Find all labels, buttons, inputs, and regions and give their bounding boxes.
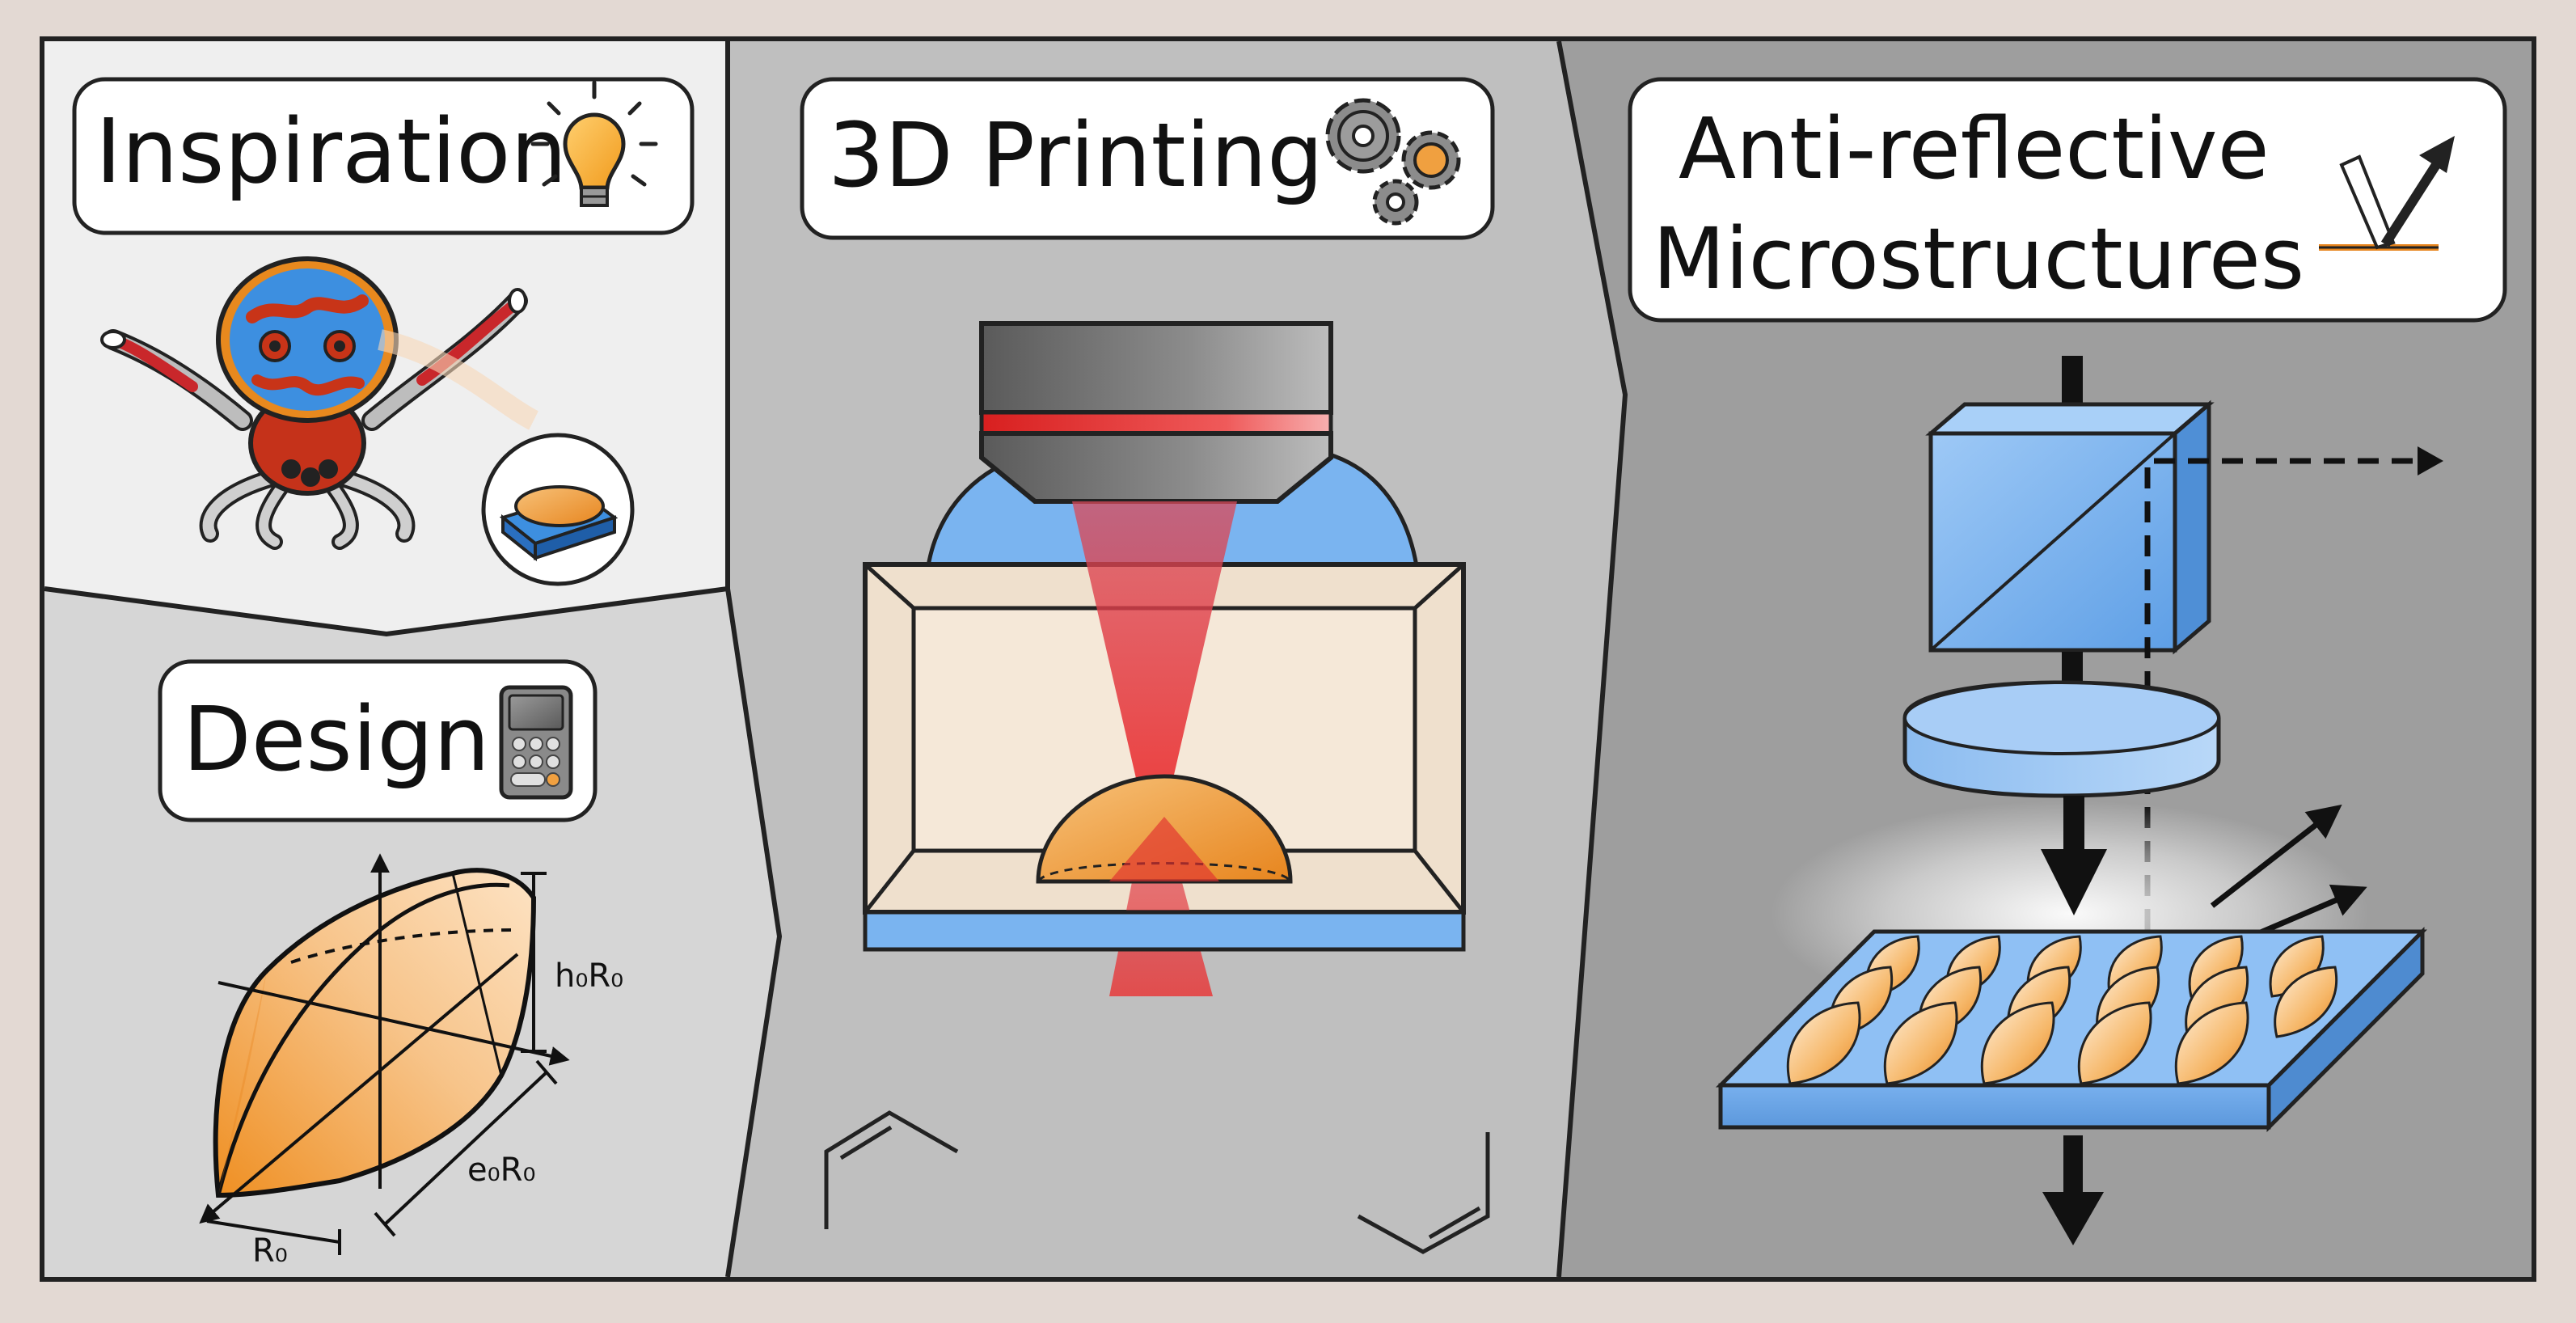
antireflective-title-line2: Microstructures	[1653, 209, 2304, 308]
calculator-icon	[499, 685, 573, 800]
microstructure-array	[1786, 935, 2338, 1085]
divider-printing	[1556, 40, 1628, 1278]
design-title-box: Design	[158, 659, 598, 822]
lightbulb-icon	[530, 80, 658, 207]
inspiration-title-frame	[72, 77, 695, 235]
x-axis	[217, 981, 570, 1066]
objective-lens	[979, 321, 1333, 415]
antireflective-title-line1: Anti-reflective	[1679, 99, 2270, 198]
divider-inspiration	[44, 586, 728, 637]
antireflective-title-frame	[1628, 77, 2507, 323]
height-label: h₀R₀	[555, 957, 623, 995]
peacock-spider	[100, 256, 635, 586]
design-title: Design	[183, 687, 490, 791]
divider-design	[725, 41, 783, 1278]
printing-title-box: 3D Printing	[800, 77, 1495, 240]
inspiration-title-box: Inspiration	[72, 77, 695, 235]
glass-substrate	[863, 910, 1466, 952]
gears-icon	[1325, 98, 1461, 226]
printing-title: 3D Printing	[828, 104, 1324, 207]
y-axis	[199, 953, 519, 1224]
laser-beam-upper	[1072, 501, 1237, 817]
reflection-icon	[2319, 136, 2455, 251]
design-title-frame	[158, 659, 598, 822]
ellipsoid-design-diagram: h₀R₀ e₀R₀ R₀	[199, 853, 623, 1270]
molecule-left	[824, 1110, 959, 1229]
printing-setup	[824, 321, 1490, 1254]
antireflective-title-box: Anti-reflective Microstructures	[1628, 77, 2507, 323]
inspiration-title: Inspiration	[95, 99, 567, 203]
printing-title-frame	[800, 77, 1495, 240]
elongation-label: e₀R₀	[467, 1152, 535, 1189]
radius-label: R₀	[252, 1232, 288, 1270]
molecule-right	[1357, 1132, 1490, 1254]
optical-setup	[1715, 356, 2443, 1245]
